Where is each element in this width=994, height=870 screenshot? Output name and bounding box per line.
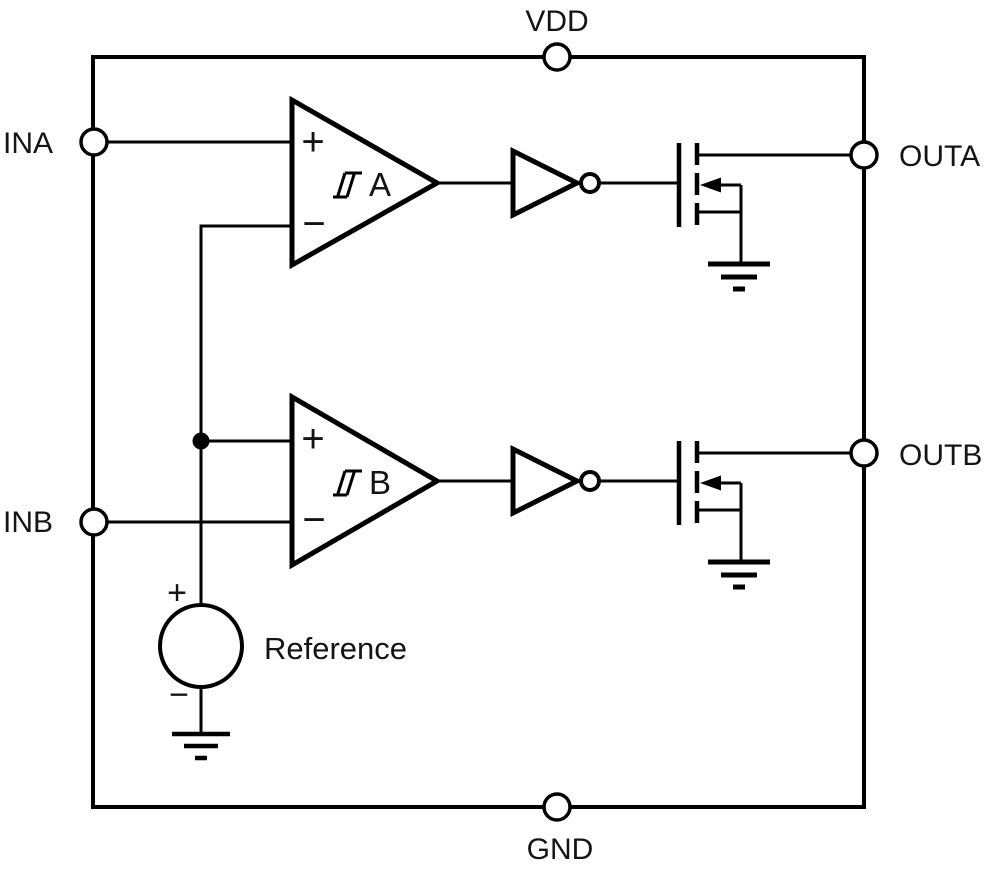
vdd-pin-circle bbox=[542, 42, 572, 72]
comparator-b-minus-sign: − bbox=[302, 498, 325, 542]
ground-icon-reference bbox=[172, 731, 230, 761]
junction-dot bbox=[192, 432, 210, 450]
vdd-pin-label: VDD bbox=[525, 5, 588, 38]
reference-plus-sign: + bbox=[167, 574, 187, 612]
outa-pin-circle bbox=[849, 140, 879, 170]
gnd-pin-circle bbox=[542, 792, 572, 822]
comparator-a-minus-sign: − bbox=[302, 202, 325, 246]
inb-pin-circle bbox=[79, 507, 109, 537]
inverter-b-bubble bbox=[579, 470, 601, 492]
inverter-a-bubble bbox=[579, 172, 601, 194]
ground-icon-a bbox=[708, 261, 770, 292]
comparator-a-label: A bbox=[369, 166, 391, 203]
outa-pin-label: OUTA bbox=[899, 140, 980, 173]
mosfet-b-body-arrow-icon bbox=[700, 475, 721, 491]
inb-pin-label: INB bbox=[3, 506, 53, 539]
comparator-b-label: B bbox=[369, 464, 391, 501]
chip-boundary-box bbox=[91, 55, 866, 809]
comparator-b-plus-sign: + bbox=[301, 417, 324, 461]
hysteresis-icon-a bbox=[333, 171, 362, 199]
ina-pin-label: INA bbox=[3, 127, 53, 160]
reference-minus-sign: − bbox=[169, 676, 189, 714]
outb-pin-label: OUTB bbox=[899, 439, 982, 472]
comparator-a-triangle bbox=[289, 95, 443, 270]
ina-pin-circle bbox=[79, 127, 109, 157]
comparator-b-triangle bbox=[289, 392, 442, 570]
wire-reference-to-compa-minus bbox=[199, 224, 292, 605]
inverter-b-triangle bbox=[510, 444, 583, 518]
comparator-a-plus-sign: + bbox=[301, 120, 324, 164]
mosfet-a-body-arrow-icon bbox=[700, 177, 721, 193]
inverter-a-triangle bbox=[510, 146, 583, 220]
hysteresis-icon-b bbox=[333, 469, 362, 497]
reference-label: Reference bbox=[264, 631, 407, 666]
ground-icon-b bbox=[708, 559, 770, 590]
gnd-pin-label: GND bbox=[527, 833, 594, 866]
outb-pin-circle bbox=[849, 438, 879, 468]
reference-source-icon bbox=[158, 603, 244, 689]
